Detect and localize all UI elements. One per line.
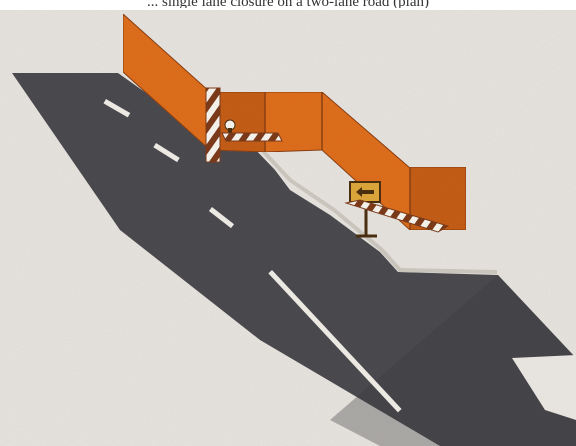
barricade-icon — [206, 88, 220, 162]
fence-panel-3 — [265, 92, 322, 152]
barricade-icon — [222, 133, 282, 141]
